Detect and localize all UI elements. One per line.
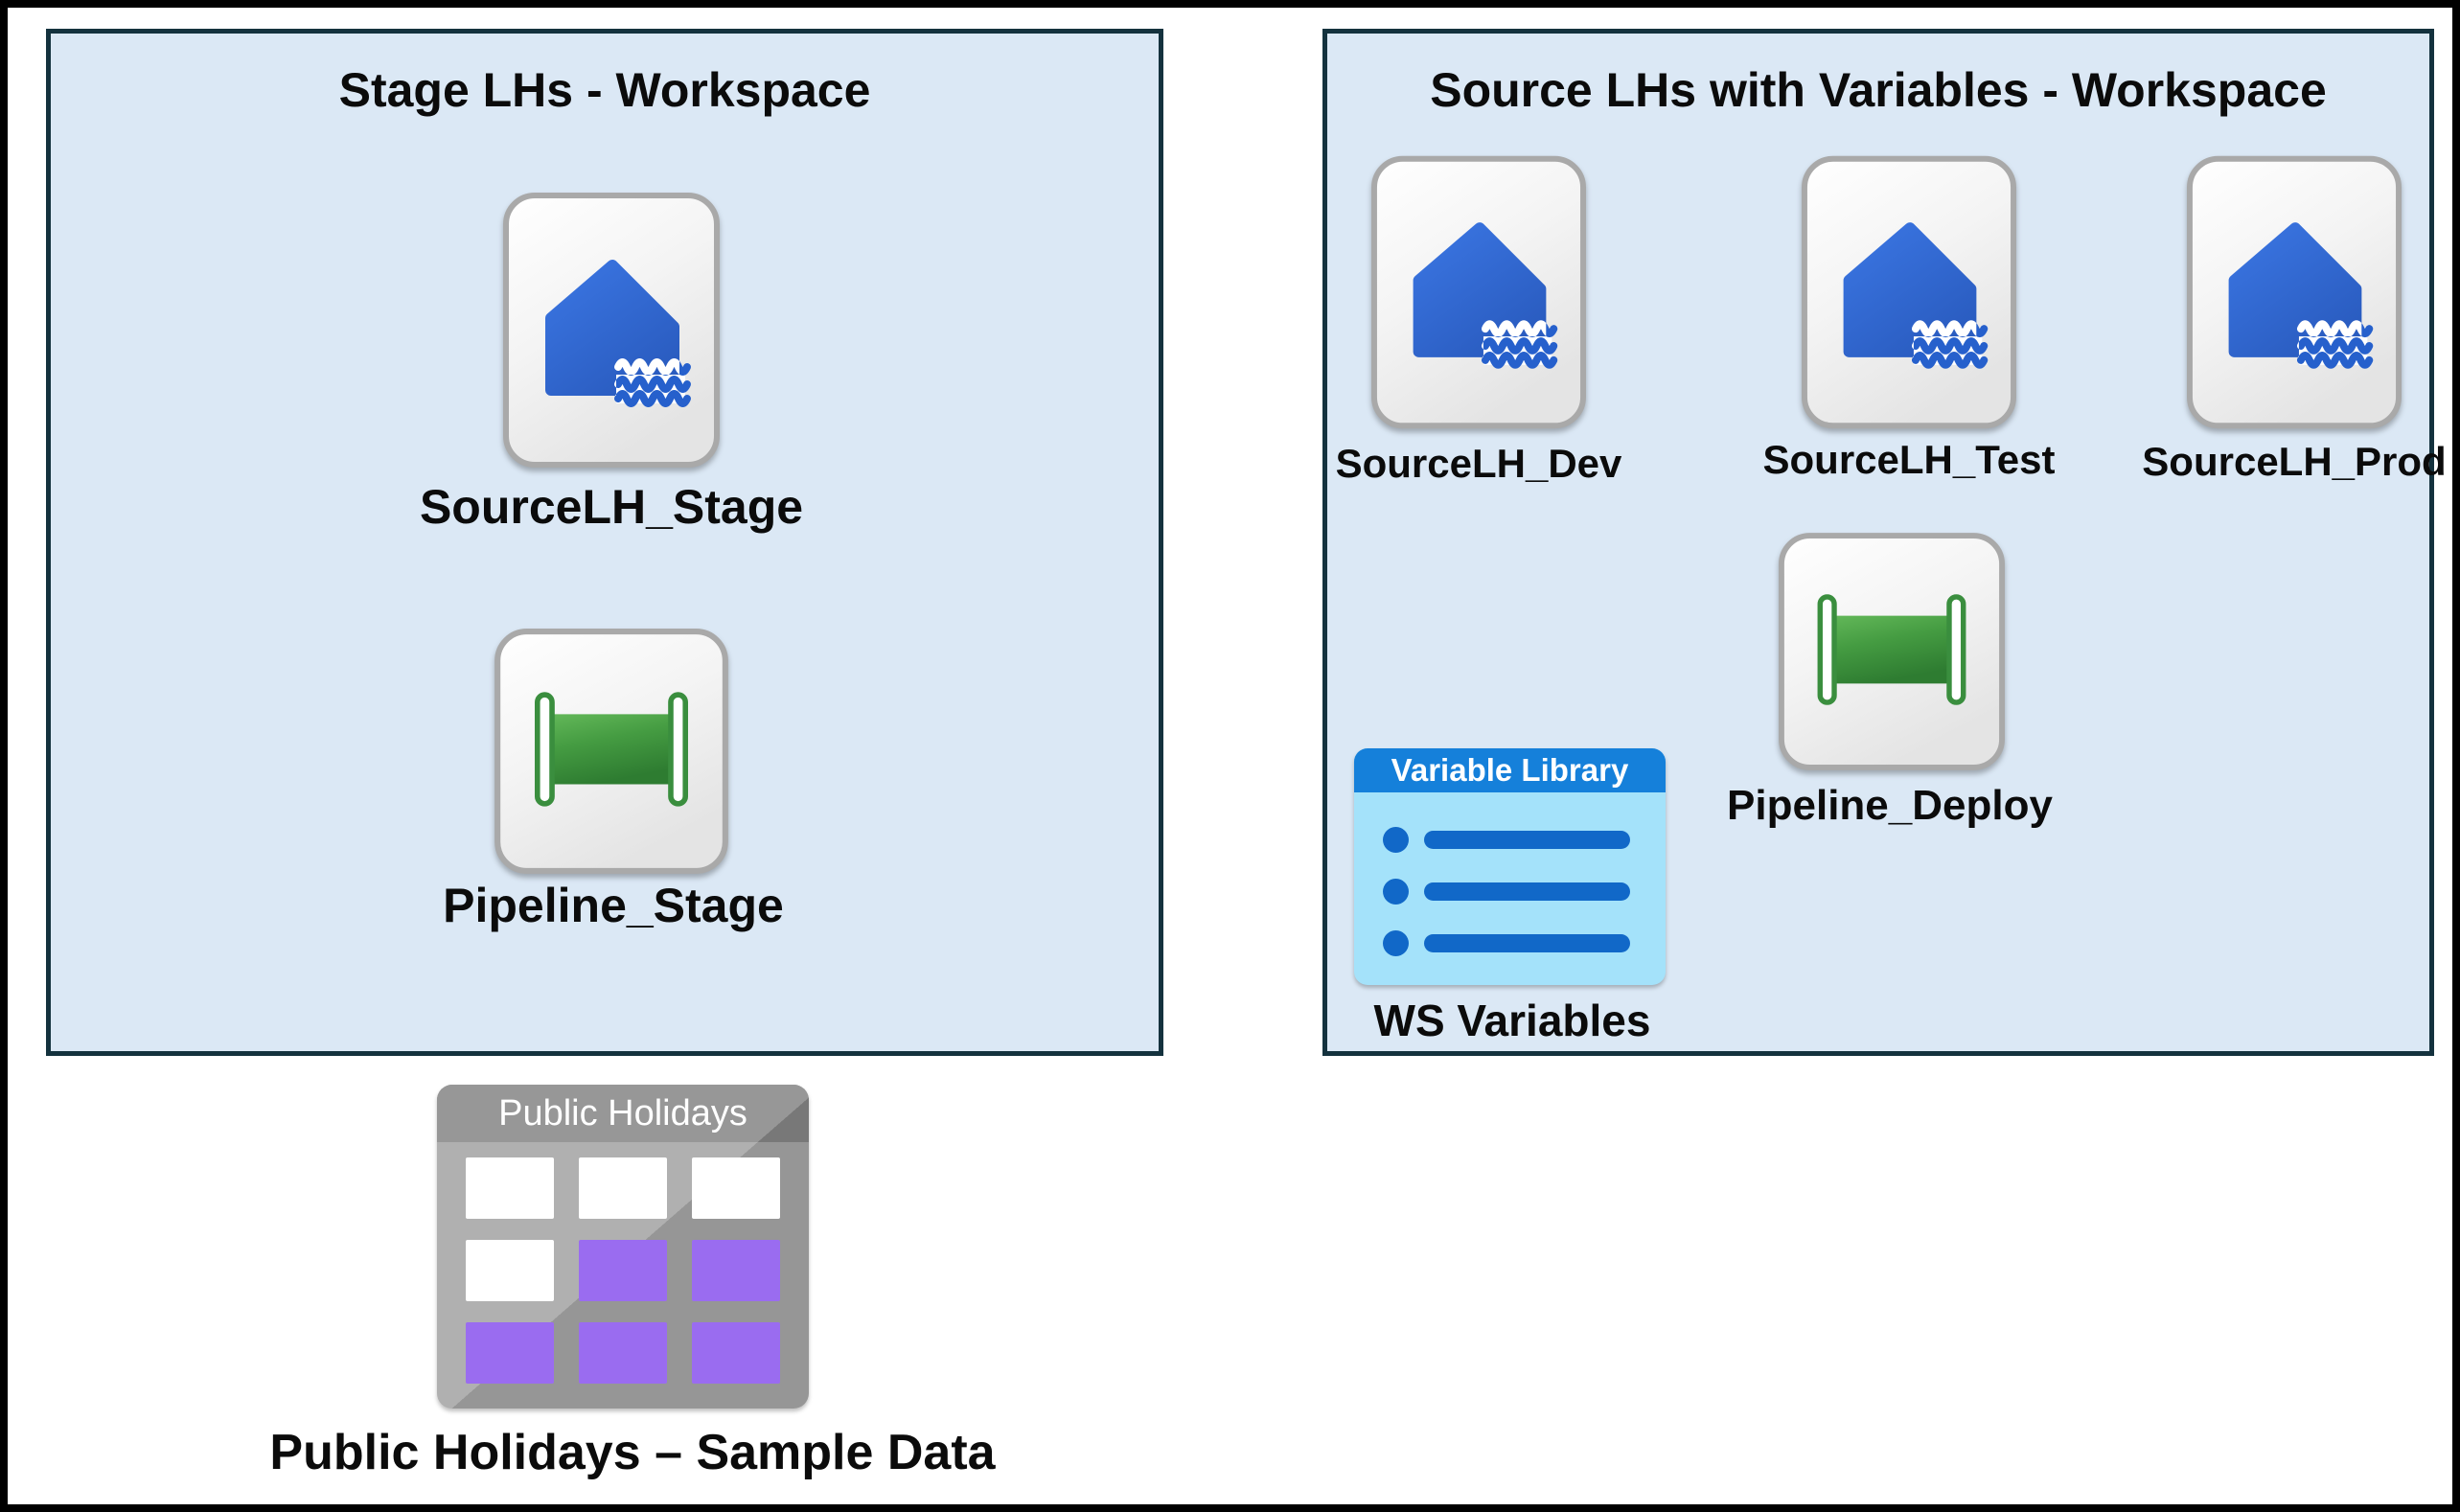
- workspace-title: Stage LHs - Workspace: [338, 63, 871, 117]
- item-label: SourceLH_Prod: [2142, 439, 2447, 484]
- item-label: Public Holidays – Sample Data: [269, 1425, 996, 1480]
- public-holidays-table-icon: Public Holidays: [437, 1085, 809, 1409]
- lakehouse-icon: [503, 193, 720, 468]
- item-label: SourceLH_Stage: [419, 480, 804, 534]
- variable-row: [1354, 917, 1666, 969]
- table-cell: [692, 1240, 780, 1301]
- lakehouse-icon: [2187, 154, 2402, 430]
- pipeline-icon: [1779, 530, 2005, 773]
- variable-row: [1354, 865, 1666, 917]
- variable-library-icon: Variable Library: [1354, 748, 1666, 985]
- bullet-icon: [1383, 826, 1409, 853]
- item-label: SourceLH_Test: [1762, 437, 2056, 482]
- table-cell: [579, 1322, 667, 1384]
- variable-library-header: Variable Library: [1354, 748, 1666, 792]
- table-icon-grid: [466, 1157, 780, 1384]
- lakehouse-icon: [1802, 154, 2016, 430]
- workspace-title: Source LHs with Variables - Workspace: [1430, 63, 2327, 117]
- variable-row: [1354, 813, 1666, 865]
- table-cell: [692, 1322, 780, 1384]
- variable-bar: [1424, 882, 1630, 901]
- table-icon-header: Public Holidays: [437, 1085, 809, 1142]
- bullet-icon: [1383, 878, 1409, 905]
- table-cell: [466, 1322, 554, 1384]
- variable-library-rows: [1354, 792, 1666, 969]
- item-label: WS Variables: [1373, 996, 1651, 1045]
- variable-bar: [1424, 933, 1630, 952]
- bullet-icon: [1383, 929, 1409, 956]
- table-cell: [466, 1240, 554, 1301]
- pipeline-icon: [494, 629, 728, 874]
- table-cell: [579, 1157, 667, 1219]
- item-label: Pipeline_Deploy: [1727, 782, 2053, 829]
- table-cell: [466, 1157, 554, 1219]
- table-cell: [692, 1157, 780, 1219]
- item-label: SourceLH_Dev: [1335, 441, 1622, 486]
- lakehouse-icon: [1371, 154, 1586, 430]
- item-label: Pipeline_Stage: [443, 879, 784, 932]
- variable-bar: [1424, 830, 1630, 849]
- table-cell: [579, 1240, 667, 1301]
